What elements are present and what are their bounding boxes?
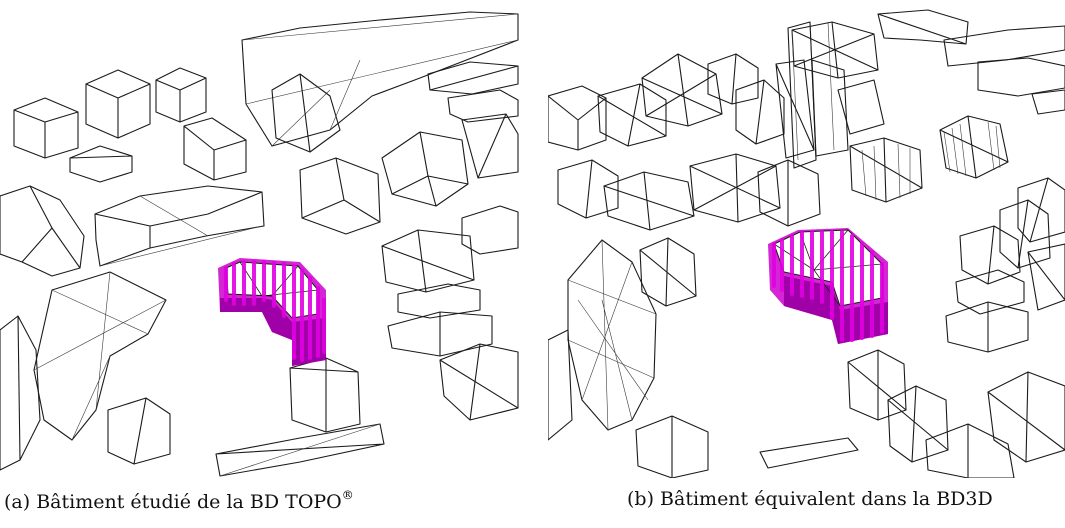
panel-b-wireframe [548, 9, 1065, 478]
caption-b-text: Bâtiment équivalent dans la BD3D [660, 488, 993, 510]
panel-a-buildings [0, 11, 519, 477]
caption-a: (a) Bâtiment étudié de la BD TOPO® [4, 488, 354, 513]
panel-a-highlighted-building [218, 258, 326, 366]
panel-b-bd3d-render [548, 0, 1065, 478]
panel-a-wireframe [0, 11, 519, 477]
panel-b-buildings [548, 9, 1065, 478]
panel-b-highlighted-building [768, 228, 888, 344]
caption-a-label: (a) [4, 491, 31, 513]
panel-a-bdtopo-render [0, 0, 520, 478]
caption-b: (b) Bâtiment équivalent dans la BD3D [627, 488, 993, 510]
registered-mark: ® [341, 488, 354, 502]
caption-b-label: (b) [627, 488, 654, 510]
caption-a-text: Bâtiment étudié de la BD TOPO [36, 491, 342, 513]
